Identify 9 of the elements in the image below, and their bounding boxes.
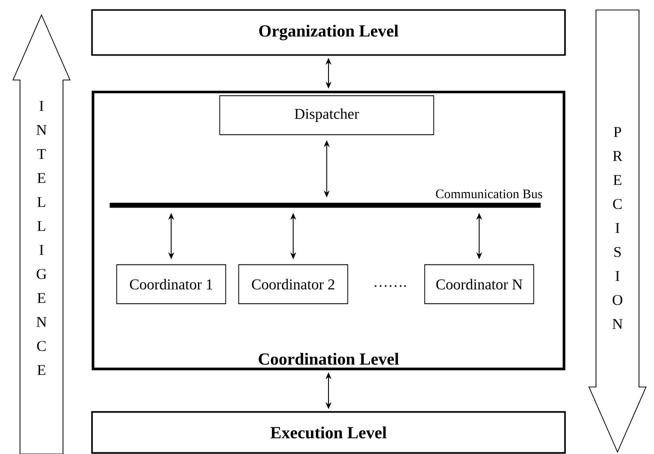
node-label: Communication Bus (436, 190, 542, 198)
process-box: Coordinator N (424, 264, 534, 304)
ellipsis-text: ……. (374, 285, 406, 287)
communication-bus: Communication Bus (110, 190, 542, 208)
level-box: Execution Level (91, 411, 566, 454)
process-box: Coordinator 1 (116, 264, 226, 304)
level-box: Organization Level (91, 9, 566, 56)
process-box: Dispatcher (219, 95, 434, 136)
process-box: Coordinator 2 (238, 264, 348, 304)
